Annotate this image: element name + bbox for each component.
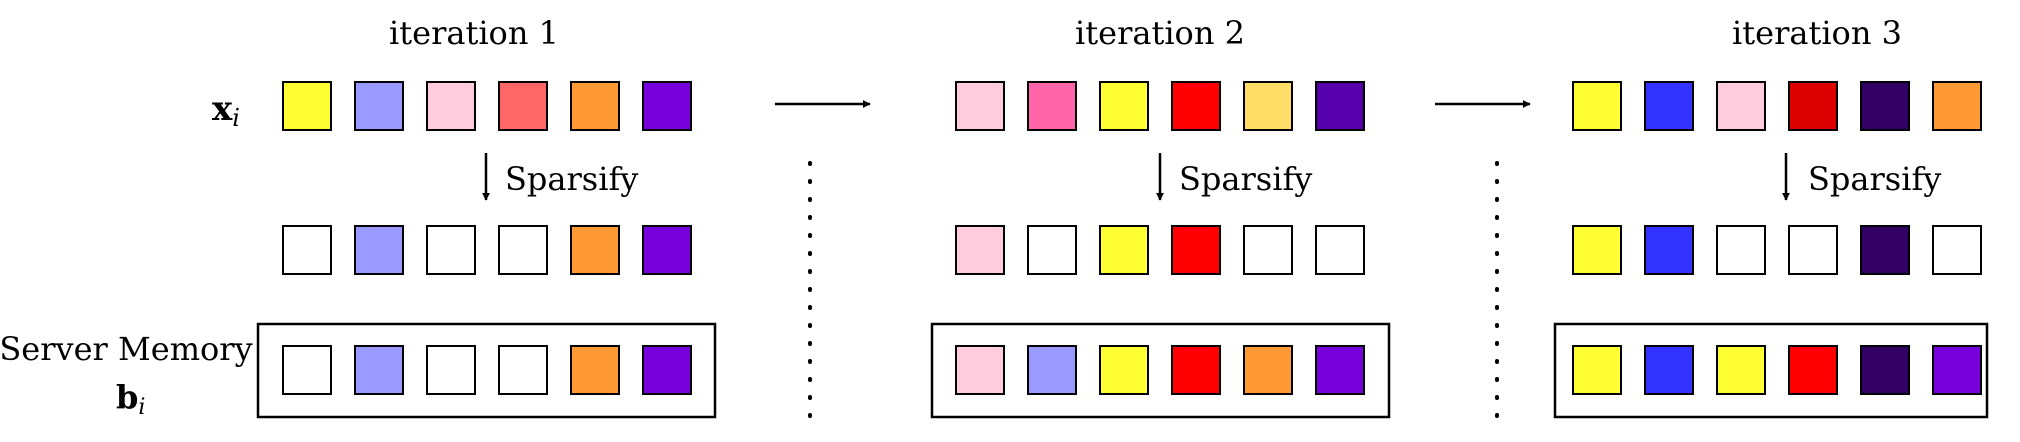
- vector-cell: [570, 225, 620, 275]
- vector-cell: [1243, 225, 1293, 275]
- vector-cell: [1788, 345, 1838, 395]
- vector-cell: [354, 81, 404, 131]
- server-memory-box: [930, 322, 1391, 419]
- vector-cell: [642, 345, 692, 395]
- vector-cell: [1860, 345, 1910, 395]
- server-memory-box: [256, 322, 717, 419]
- vector-cell: [955, 81, 1005, 131]
- memory-vector: [282, 345, 692, 395]
- sparsified-vector: [282, 225, 692, 275]
- vector-cell: [955, 225, 1005, 275]
- vector-cell: [1572, 81, 1622, 131]
- memory-label-b: bi: [116, 378, 145, 420]
- vector-cell: [642, 225, 692, 275]
- vector-cell: [1027, 225, 1077, 275]
- vector-cell: [1788, 81, 1838, 131]
- vector-cell: [1243, 345, 1293, 395]
- memory-vector: [1572, 345, 1982, 395]
- b-subscript: i: [138, 395, 145, 420]
- vector-cell: [1932, 81, 1982, 131]
- x-symbol: x: [212, 89, 233, 129]
- vector-cell: [1932, 225, 1982, 275]
- vector-cell: [1860, 225, 1910, 275]
- iteration-title: iteration 1: [389, 14, 559, 52]
- vector-cell: [955, 345, 1005, 395]
- b-symbol: b: [116, 378, 138, 416]
- vector-cell: [1315, 81, 1365, 131]
- vector-cell: [1099, 81, 1149, 131]
- vector-cell: [1716, 225, 1766, 275]
- vector-cell: [498, 345, 548, 395]
- sparsified-vector: [1572, 225, 1982, 275]
- row-label-x: xi: [212, 89, 240, 132]
- vector-cell: [1788, 225, 1838, 275]
- vector-cell: [642, 81, 692, 131]
- vector-cell: [282, 81, 332, 131]
- x-vector: [955, 81, 1365, 131]
- vector-cell: [1315, 225, 1365, 275]
- vector-cell: [1716, 81, 1766, 131]
- vector-cell: [282, 345, 332, 395]
- sparsify-label: Sparsify: [505, 160, 638, 198]
- vector-cell: [1860, 81, 1910, 131]
- vector-cell: [426, 81, 476, 131]
- vector-cell: [498, 225, 548, 275]
- iteration-group: iteration 1 Sparsify: [256, 14, 717, 419]
- vector-cell: [1171, 225, 1221, 275]
- vector-cell: [282, 225, 332, 275]
- vector-cell: [1644, 225, 1694, 275]
- vector-cell: [1027, 81, 1077, 131]
- memory-label-line1: Server Memory: [0, 330, 253, 368]
- sparsify-label: Sparsify: [1179, 160, 1312, 198]
- x-subscript: i: [232, 104, 240, 132]
- x-vector: [1572, 81, 1982, 131]
- iteration-title: iteration 3: [1732, 14, 1902, 52]
- iteration-title: iteration 2: [1075, 14, 1245, 52]
- vector-cell: [354, 345, 404, 395]
- vector-cell: [426, 225, 476, 275]
- vector-cell: [426, 345, 476, 395]
- x-vector: [282, 81, 692, 131]
- vector-cell: [1027, 345, 1077, 395]
- sparsify-label: Sparsify: [1808, 160, 1941, 198]
- vector-cell: [570, 81, 620, 131]
- iteration-group: iteration 2 Sparsify: [930, 14, 1391, 419]
- memory-vector: [955, 345, 1365, 395]
- vector-cell: [1171, 345, 1221, 395]
- vector-cell: [1716, 345, 1766, 395]
- vector-cell: [1644, 81, 1694, 131]
- server-memory-box: [1553, 322, 1989, 419]
- vector-cell: [1932, 345, 1982, 395]
- vector-cell: [1572, 225, 1622, 275]
- vector-cell: [1572, 345, 1622, 395]
- vector-cell: [1315, 345, 1365, 395]
- vector-cell: [1099, 345, 1149, 395]
- iteration-group: iteration 3 Sparsify: [1553, 14, 1989, 419]
- sparsified-vector: [955, 225, 1365, 275]
- vector-cell: [1099, 225, 1149, 275]
- vector-cell: [1171, 81, 1221, 131]
- vector-cell: [1644, 345, 1694, 395]
- vector-cell: [498, 81, 548, 131]
- vector-cell: [1243, 81, 1293, 131]
- vector-cell: [354, 225, 404, 275]
- vector-cell: [570, 345, 620, 395]
